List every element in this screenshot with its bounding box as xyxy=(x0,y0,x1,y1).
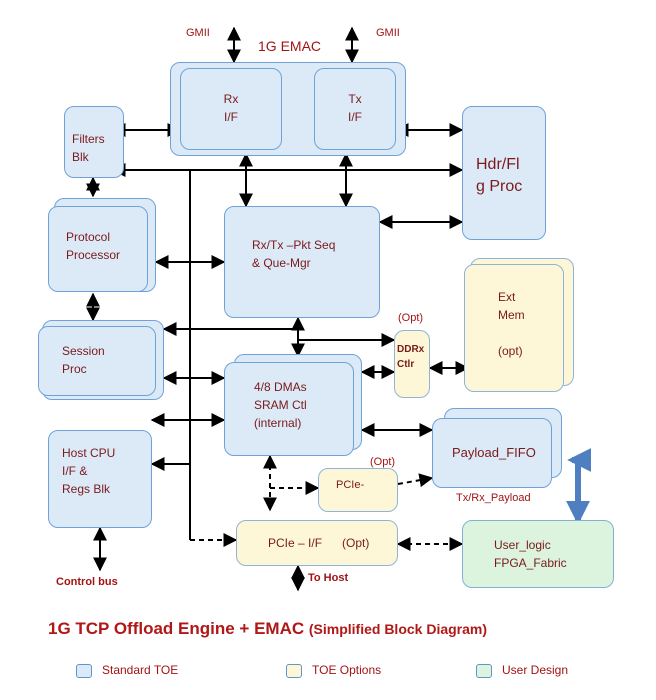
pcie-dma-block xyxy=(318,468,398,512)
emac-title: 1G EMAC xyxy=(258,38,322,54)
diagram-title-main: 1G TCP Offload Engine + EMAC xyxy=(48,619,305,638)
pcie-if-block xyxy=(236,520,398,566)
pcie-dma-label: PCIe- DMA xyxy=(336,479,365,491)
ddrx-ctlr-block xyxy=(394,330,430,398)
pcie-if-label: PCIe – I/F (Opt) xyxy=(268,536,370,550)
to-host-label: To Host xyxy=(308,572,349,584)
ext-mem-block xyxy=(464,264,564,392)
hdr-flg-proc-block xyxy=(462,106,546,240)
legend-swatch-user xyxy=(476,664,492,678)
user-logic-block xyxy=(462,520,614,588)
filters-label: Filters Blk xyxy=(72,132,105,164)
tx-if-block xyxy=(314,68,396,150)
txrx-payload-label: Tx/Rx_Payload xyxy=(456,492,531,504)
tx-if-label: Tx I/F xyxy=(348,92,362,124)
payload-fifo-block xyxy=(432,418,552,488)
filters-block xyxy=(64,106,124,178)
user-logic-label: User_logic FPGA_Fabric xyxy=(494,538,567,570)
rx-if-block xyxy=(180,68,282,150)
gmii-left-label: GMII xyxy=(186,27,210,39)
ddrx-opt-label: (Opt) xyxy=(398,312,424,324)
pkt-seq-label: Rx/Tx –Pkt Seq & Que-Mgr xyxy=(252,238,336,270)
host-cpu-label: Host CPU I/F & Regs Blk xyxy=(62,446,116,496)
dma-label: 4/8 DMAs SRAM Ctl (internal) xyxy=(254,380,307,430)
pcie-dma-opt-label: (Opt) xyxy=(370,456,396,468)
legend-swatch-standard xyxy=(76,664,92,678)
protocol-processor-label: Protocol Processor xyxy=(66,230,121,262)
protocol-processor-block xyxy=(48,206,148,292)
hdr-flg-proc-label: Hdr/Fl g Proc xyxy=(476,156,523,195)
host-cpu-block xyxy=(48,430,152,528)
control-bus-label: Control bus xyxy=(56,576,118,588)
ext-mem-label: Ext Mem (opt) xyxy=(498,290,525,358)
diagram-title-sub: (Simplified Block Diagram) xyxy=(308,621,488,637)
legend-label-options: TOE Options xyxy=(312,663,382,677)
legend-label-user: User Design xyxy=(502,663,569,677)
payload-fifo-label: Payload_FIFO xyxy=(452,445,536,460)
dma-block xyxy=(224,362,354,456)
diagram-title: 1G TCP Offload Engine + EMAC (Simplified… xyxy=(48,619,487,639)
pkt-seq-block xyxy=(224,206,380,318)
gmii-right-label: GMII xyxy=(376,27,400,39)
session-proc-label: Session Proc xyxy=(62,344,105,376)
legend-swatch-options xyxy=(286,664,302,678)
ddrx-ctlr-label: DDRx Ctlr xyxy=(397,344,425,370)
session-proc-block xyxy=(38,326,156,396)
legend-label-standard: Standard TOE xyxy=(102,663,179,677)
rx-if-label: Rx I/F xyxy=(223,92,239,124)
